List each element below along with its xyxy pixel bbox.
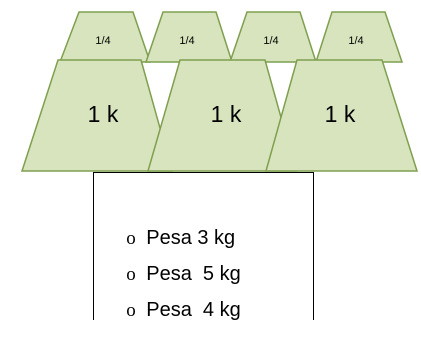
- small-weight: 1/4: [314, 11, 404, 63]
- small-weight: 1/4: [228, 11, 318, 63]
- weights-diagram: 1/4 1/4 1/4 1/4 1 k 1 k 1 k: [20, 11, 419, 172]
- option-text: Pesa 3 kg: [146, 227, 236, 249]
- option-text: Pesa 4 kg: [146, 299, 241, 321]
- small-weight: 1/4: [144, 11, 234, 63]
- big-weight: 1 k: [265, 59, 419, 172]
- small-weight-label: 1/4: [179, 35, 194, 47]
- option-bullet: o: [126, 228, 136, 249]
- big-weight-label: 1 k: [211, 101, 242, 127]
- option-text: Pesa 5 kg: [146, 263, 241, 285]
- small-weight-label: 1/4: [95, 35, 110, 47]
- option-bullet: o: [126, 264, 136, 285]
- option-item[interactable]: o Pesa 3 kg: [104, 193, 235, 249]
- small-weight-label: 1/4: [348, 35, 363, 47]
- big-weight: 1 k: [20, 59, 173, 172]
- option-bullet: o: [126, 300, 136, 321]
- big-weight-label: 1 k: [325, 101, 356, 127]
- big-weight-label: 1 k: [88, 101, 119, 127]
- small-weight-label: 1/4: [263, 35, 278, 47]
- small-weight: 1/4: [58, 11, 152, 63]
